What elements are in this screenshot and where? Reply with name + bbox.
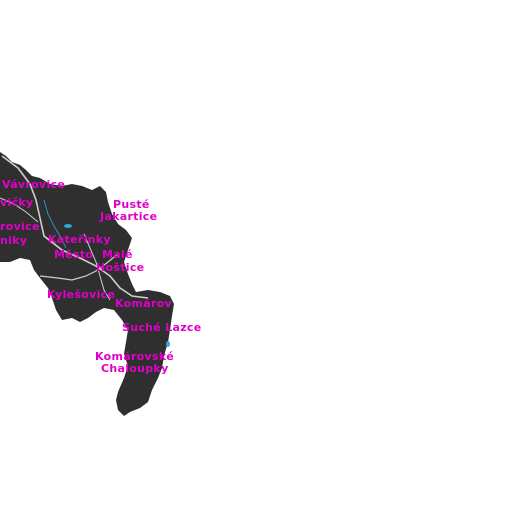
label-male[interactable]: Malé <box>102 248 133 261</box>
label-katerinky[interactable]: Kateřinky <box>48 233 111 246</box>
pond-katerinky <box>64 224 72 228</box>
label-puste[interactable]: Pusté <box>113 198 150 211</box>
road-tertiary <box>83 233 111 301</box>
label-chaloupky[interactable]: Chaloupky <box>101 362 169 375</box>
label-kylesovice[interactable]: Kylešovice <box>47 288 116 301</box>
road-main <box>1 155 149 299</box>
label-komarov[interactable]: Komárov <box>115 297 173 310</box>
label-komarovske[interactable]: Komárovské <box>95 350 174 363</box>
district-area <box>0 152 174 416</box>
label-vavrovice[interactable]: Vávrovice <box>2 178 66 191</box>
stream <box>43 199 67 249</box>
label-niky[interactable]: niky <box>0 234 28 247</box>
label-hostice[interactable]: Hoštice <box>96 261 145 274</box>
label-mesto[interactable]: Město <box>54 248 94 261</box>
label-suche-lazce[interactable]: Suché Lazce <box>122 321 202 334</box>
road-west <box>0 197 39 223</box>
label-vicky[interactable]: vičky <box>0 196 34 209</box>
pond-komarov <box>166 341 170 347</box>
label-rovice[interactable]: rovice <box>0 220 40 233</box>
road-secondary <box>39 253 119 281</box>
label-jakartice[interactable]: Jakartice <box>100 210 158 223</box>
